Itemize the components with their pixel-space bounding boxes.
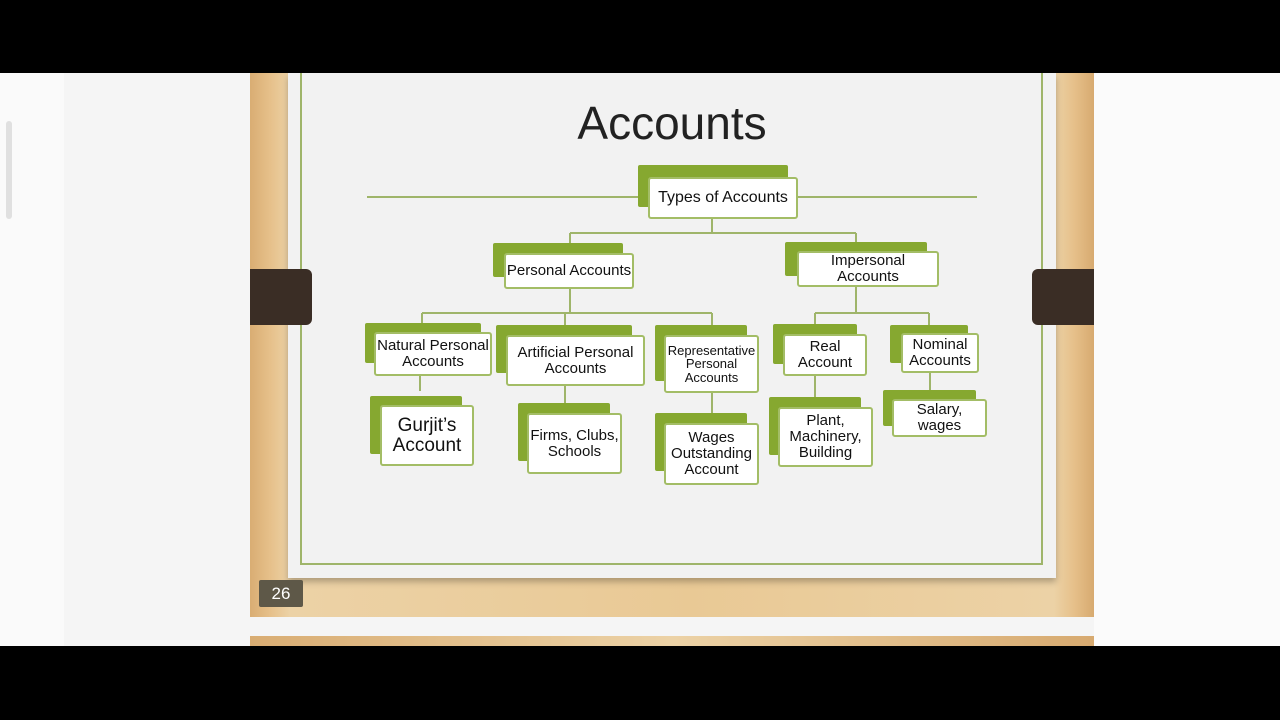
slide-title: Accounts <box>577 97 767 149</box>
node-label: Natural Personal Accounts <box>374 332 492 376</box>
page-number-badge: 26 <box>259 580 303 607</box>
node-types-of-accounts: Types of Accounts <box>638 165 798 221</box>
binder-clip-left <box>250 269 312 325</box>
node-label: Wages Outstanding Account <box>664 423 759 485</box>
node-label: Types of Accounts <box>648 177 798 219</box>
node-label: Representative Personal Accounts <box>664 335 759 393</box>
scrollbar-thumb[interactable] <box>6 121 12 219</box>
node-label: Impersonal Accounts <box>797 251 939 287</box>
node-salary-wages: Salary, wages <box>883 390 987 437</box>
node-representative-personal-accounts: Representative Personal Accounts <box>655 325 759 393</box>
node-natural-personal-accounts: Natural Personal Accounts <box>365 323 492 376</box>
node-label: Real Account <box>783 334 867 376</box>
node-artificial-personal-accounts: Artificial Personal Accounts <box>496 325 645 386</box>
document-viewer: 26 Accounts Types of <box>0 73 1280 646</box>
diagram-connectors <box>367 196 977 413</box>
node-firms-clubs-schools: Firms, Clubs, Schools <box>518 403 622 474</box>
node-gurjits-account: Gurjit’s Account <box>370 396 474 466</box>
left-gutter <box>0 73 64 646</box>
node-impersonal-accounts: Impersonal Accounts <box>785 242 939 287</box>
node-real-account: Real Account <box>773 324 867 376</box>
node-label: Artificial Personal Accounts <box>506 335 645 386</box>
node-label: Nominal Accounts <box>901 333 979 373</box>
node-label: Personal Accounts <box>504 253 634 289</box>
node-label: Salary, wages <box>892 399 987 437</box>
node-label: Gurjit’s Account <box>380 405 474 466</box>
node-plant-machinery-building: Plant, Machinery, Building <box>769 397 873 467</box>
node-personal-accounts: Personal Accounts <box>493 243 634 289</box>
node-nominal-accounts: Nominal Accounts <box>890 325 979 373</box>
next-slide-edge <box>250 636 1094 646</box>
node-wages-outstanding-account: Wages Outstanding Account <box>655 413 759 485</box>
binder-clip-right <box>1032 269 1094 325</box>
node-label: Plant, Machinery, Building <box>778 407 873 467</box>
node-label: Firms, Clubs, Schools <box>527 413 622 474</box>
right-gutter <box>1094 73 1280 646</box>
